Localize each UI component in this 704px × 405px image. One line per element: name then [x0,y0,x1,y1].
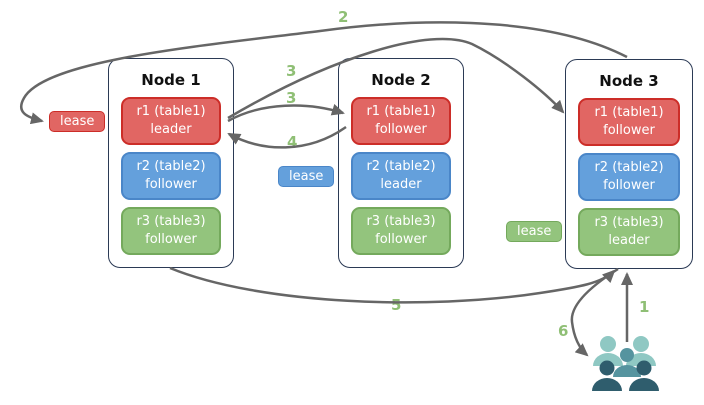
replica-name: r3 (table3) [136,214,206,230]
replica-name: r3 (table3) [366,214,436,230]
node-1-replica-r3: r3 (table3) follower [121,207,221,255]
lease-pill-green: lease [506,221,563,242]
replica-role: leader [150,122,192,137]
replica-role: follower [603,123,655,138]
replica-name: r1 (table1) [594,105,664,121]
replica-role: follower [145,232,197,247]
node-2-title: Node 2 [371,71,431,89]
node-3-replica-r2: r2 (table2) follower [578,153,680,201]
replica-role: follower [375,122,427,137]
replica-name: r2 (table2) [136,159,206,175]
node-1-replica-r1: r1 (table1) leader [121,97,221,145]
node-2-replica-r2: r2 (table2) leader [351,152,451,200]
node-1-title: Node 1 [141,71,201,89]
flow-step-4-label: 4 [287,133,298,151]
flow-step-5-label: 5 [391,296,402,314]
node-2-replica-r3: r3 (table3) follower [351,207,451,255]
node-1-replica-r2: r2 (table2) follower [121,152,221,200]
replica-name: r1 (table1) [366,104,436,120]
replica-role: leader [608,233,650,248]
node-2-replica-r1: r1 (table1) follower [351,97,451,145]
node-3-replica-r1: r1 (table1) follower [578,98,680,146]
flow-step-3a-label: 3 [286,62,297,80]
replica-name: r3 (table3) [594,215,664,231]
arrow-3-replicate-node2 [227,103,345,123]
users-group-icon [592,336,659,391]
lease-pill-red: lease [49,111,106,132]
node-3-title: Node 3 [599,72,659,90]
replica-name: r1 (table1) [136,104,206,120]
replica-role: follower [145,177,197,192]
node-1-box: Node 1 r1 (table1) leader r2 (table2) fo… [108,58,234,268]
node-2-box: Node 2 r1 (table1) follower r2 (table2) … [338,58,464,268]
replica-name: r2 (table2) [366,159,436,175]
flow-step-3b-label: 3 [286,89,297,107]
flow-step-1-label: 1 [639,298,650,316]
lease-pill-blue: lease [278,166,335,187]
replica-role: leader [380,177,422,192]
replica-role: follower [603,178,655,193]
flow-step-6-label: 6 [558,322,569,340]
replica-name: r2 (table2) [594,160,664,176]
flow-step-2-label: 2 [338,8,349,26]
replica-role: follower [375,232,427,247]
node-3-box: Node 3 r1 (table1) follower r2 (table2) … [565,59,693,269]
node-3-replica-r3: r3 (table3) leader [578,208,680,256]
